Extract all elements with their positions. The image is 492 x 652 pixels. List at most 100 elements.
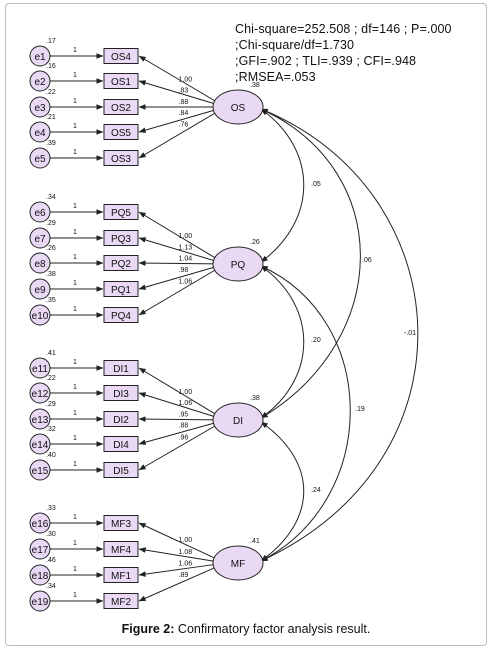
factor-loading-label: .96 <box>179 434 189 441</box>
error-variance-label: .39 <box>46 140 56 147</box>
error-variance-label: .41 <box>46 350 56 357</box>
error-path-weight: 1 <box>73 435 77 442</box>
loading-path-arrow <box>138 112 216 159</box>
indicator-box <box>103 230 139 246</box>
error-path-weight: 1 <box>73 540 77 547</box>
error-term-circle <box>29 304 51 326</box>
factor-loading-label: .83 <box>179 87 189 94</box>
error-term-label: e18 <box>32 571 49 582</box>
error-term-label: e17 <box>32 545 49 556</box>
error-term-label: e10 <box>32 311 49 322</box>
latent-factor-label: DI <box>233 416 243 427</box>
error-term-label: e1 <box>34 52 46 63</box>
error-variance-label: .40 <box>46 452 56 459</box>
indicator-box <box>103 541 139 557</box>
loading-path-arrow <box>138 522 216 559</box>
indicator-label: MF3 <box>111 519 131 530</box>
indicator-label: PQ1 <box>111 285 131 296</box>
error-variance-label: .32 <box>46 426 56 433</box>
loading-path-arrow <box>138 425 216 471</box>
latent-factor-ellipse <box>212 545 264 581</box>
error-term-circle <box>29 45 51 67</box>
indicator-box <box>103 99 139 115</box>
error-term-label: e6 <box>34 208 46 219</box>
factor-loading-label: 1.00 <box>179 76 193 83</box>
indicator-box <box>103 411 139 427</box>
indicator-box <box>103 124 139 140</box>
factor-loading-label: 1.00 <box>179 537 193 544</box>
loading-path-arrow <box>138 109 216 133</box>
covariance-label: .06 <box>362 257 372 264</box>
indicator-label: PQ2 <box>111 259 131 270</box>
error-term-label: e5 <box>34 154 46 165</box>
error-term-circle <box>29 70 51 92</box>
indicator-label: DI2 <box>113 415 129 426</box>
indicator-label: OS4 <box>111 52 131 63</box>
loading-path-arrow <box>138 266 216 290</box>
indicator-box <box>103 593 139 609</box>
indicator-label: DI1 <box>113 364 129 375</box>
factor-variance-label: .41 <box>250 538 260 545</box>
factor-loading-label: .88 <box>179 99 189 106</box>
caption-prefix: Figure 2: <box>121 622 175 636</box>
error-path-weight: 1 <box>73 72 77 79</box>
covariance-label: .20 <box>311 337 321 344</box>
indicator-box <box>103 462 139 478</box>
latent-factor-label: MF <box>231 559 245 570</box>
error-term-label: e19 <box>32 597 49 608</box>
error-variance-label: .35 <box>46 297 56 304</box>
indicator-label: PQ4 <box>111 311 131 322</box>
latent-factor-label: PQ <box>231 260 246 271</box>
indicator-box <box>103 567 139 583</box>
factor-loading-label: 1.00 <box>179 233 193 240</box>
error-term-circle <box>29 408 51 430</box>
loading-path-arrow <box>138 422 216 445</box>
error-path-weight: 1 <box>73 149 77 156</box>
error-variance-label: .22 <box>46 375 56 382</box>
error-variance-label: .33 <box>46 505 56 512</box>
error-term-label: e14 <box>32 440 49 451</box>
covariance-arrow <box>260 108 361 419</box>
error-variance-label: .17 <box>46 38 56 45</box>
error-path-weight: 1 <box>73 280 77 287</box>
factor-loading-label: 1.04 <box>179 256 193 263</box>
indicator-box <box>103 515 139 531</box>
error-term-circle <box>29 227 51 249</box>
fit-stat-line: ;RMSEA=.053 <box>235 70 316 84</box>
error-term-circle <box>29 538 51 560</box>
covariance-label: -.01 <box>404 330 416 337</box>
indicator-label: MF1 <box>111 571 131 582</box>
error-variance-label: .21 <box>46 114 56 121</box>
latent-factor-ellipse <box>212 402 264 438</box>
factor-loading-label: 1.13 <box>179 244 193 251</box>
error-term-label: e2 <box>34 77 46 88</box>
error-path-weight: 1 <box>73 566 77 573</box>
factor-loading-label: 1.06 <box>179 400 193 407</box>
indicator-label: OS1 <box>111 77 131 88</box>
indicator-label: DI3 <box>113 389 129 400</box>
figure-frame <box>5 3 487 646</box>
factor-loading-label: .89 <box>179 572 189 579</box>
error-term-circle <box>29 357 51 379</box>
error-path-weight: 1 <box>73 123 77 130</box>
factor-variance-label: .38 <box>250 395 260 402</box>
loading-path-arrow <box>138 80 216 105</box>
error-path-weight: 1 <box>73 98 77 105</box>
factor-loading-label: .88 <box>179 423 189 430</box>
error-term-label: e12 <box>32 389 49 400</box>
latent-factor-ellipse <box>212 89 264 125</box>
loading-path-arrow <box>138 237 216 262</box>
error-term-circle <box>29 96 51 118</box>
figure-caption: Figure 2: Confirmatory factor analysis r… <box>0 622 492 636</box>
covariance-label: .24 <box>311 487 321 494</box>
indicator-box <box>103 307 139 323</box>
indicator-label: OS3 <box>111 154 131 165</box>
error-term-circle <box>29 564 51 586</box>
error-term-label: e7 <box>34 234 46 245</box>
error-path-weight: 1 <box>73 514 77 521</box>
error-path-weight: 1 <box>73 254 77 261</box>
error-term-circle <box>29 121 51 143</box>
indicator-label: MF4 <box>111 545 131 556</box>
